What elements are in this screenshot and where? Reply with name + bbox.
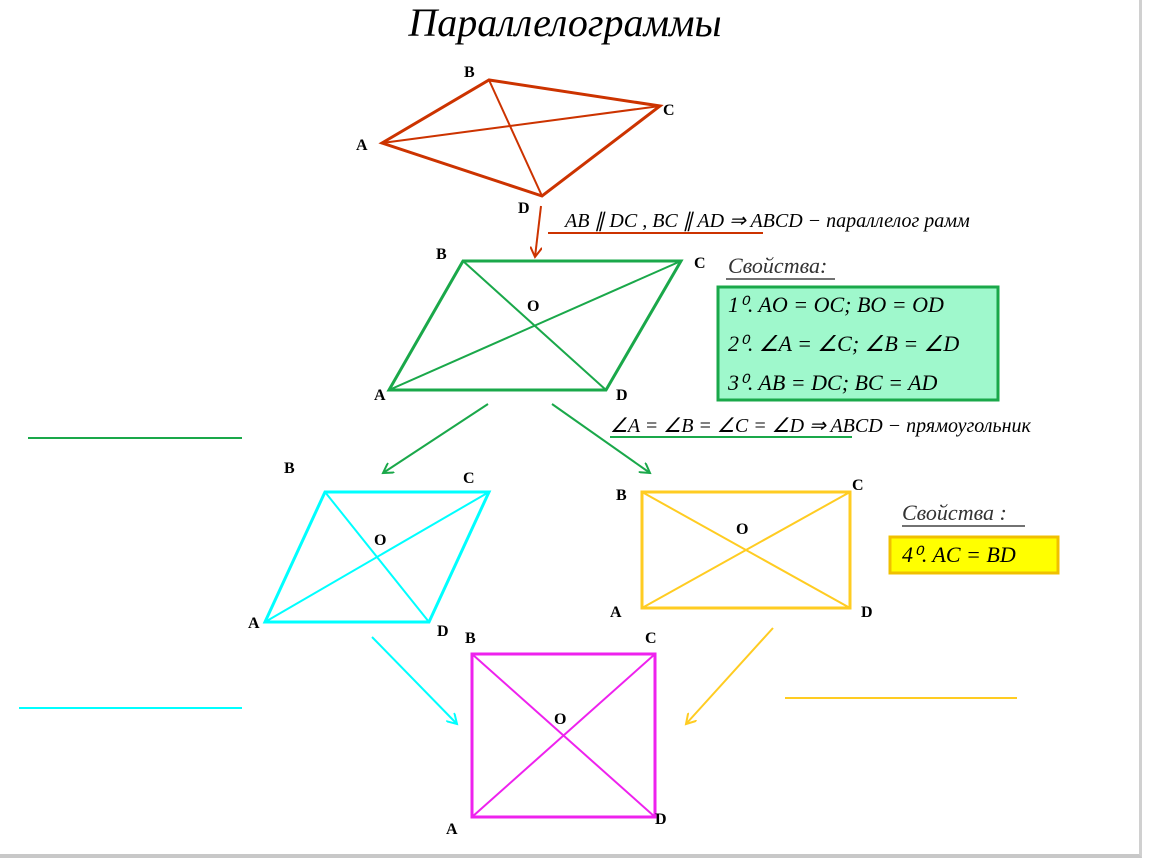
- page-title: Параллелограммы: [407, 0, 721, 45]
- arrow-rectangle-to-square: [686, 627, 774, 724]
- label-a: A: [446, 821, 458, 838]
- label-o: O: [374, 532, 386, 549]
- label-c: C: [463, 470, 475, 487]
- label-o: O: [736, 521, 748, 538]
- properties-heading: Свойства:: [728, 253, 827, 278]
- arrow-rhombus-to-square: [371, 636, 457, 724]
- label-a: A: [610, 604, 622, 621]
- label-c: C: [694, 255, 706, 272]
- arrow-to-parallelogram: [535, 205, 541, 257]
- label-o: O: [554, 711, 566, 728]
- rectangle-properties-box: [888, 535, 1060, 575]
- label-b: B: [436, 246, 447, 263]
- properties-box: [716, 285, 1000, 402]
- parallelogram: [386, 259, 684, 392]
- label-d: D: [655, 811, 667, 828]
- label-d: D: [437, 623, 449, 640]
- label-b: B: [464, 64, 475, 81]
- property-2: 2⁰. ∠A = ∠C; ∠B = ∠D: [728, 331, 959, 356]
- label-b: B: [465, 630, 476, 647]
- square: [470, 652, 657, 819]
- label-c: C: [663, 102, 675, 119]
- label-a: A: [356, 137, 368, 154]
- rectangle: [640, 490, 852, 610]
- property-4: 4⁰. AC = BD: [902, 542, 1016, 567]
- label-b: B: [616, 487, 627, 504]
- parallelogram-condition: AB ∥ DC , BC ∥ AD ⇒ ABCD − параллелог ра…: [563, 210, 970, 232]
- label-c: C: [645, 630, 657, 647]
- property-3: 3⁰. AB = DC; BC = AD: [727, 370, 938, 395]
- label-d: D: [861, 604, 873, 621]
- label-a: A: [374, 387, 386, 404]
- arrow-to-rectangle: [551, 403, 650, 473]
- rectangle-condition: ∠A = ∠B = ∠C = ∠D ⇒ ABCD − прямоугольник: [610, 415, 1031, 437]
- property-1: 1⁰. AO = OC; BO = OD: [728, 292, 944, 317]
- quadrilateral: [378, 78, 664, 198]
- label-d: D: [616, 387, 628, 404]
- label-o: O: [527, 298, 539, 315]
- rectangle-properties-heading: Свойства :: [902, 500, 1007, 525]
- label-a: A: [248, 615, 260, 632]
- label-d: D: [518, 200, 530, 217]
- arrow-to-rhombus: [383, 403, 489, 473]
- rhombus: [262, 490, 492, 624]
- label-c: C: [852, 477, 864, 494]
- label-b: B: [284, 460, 295, 477]
